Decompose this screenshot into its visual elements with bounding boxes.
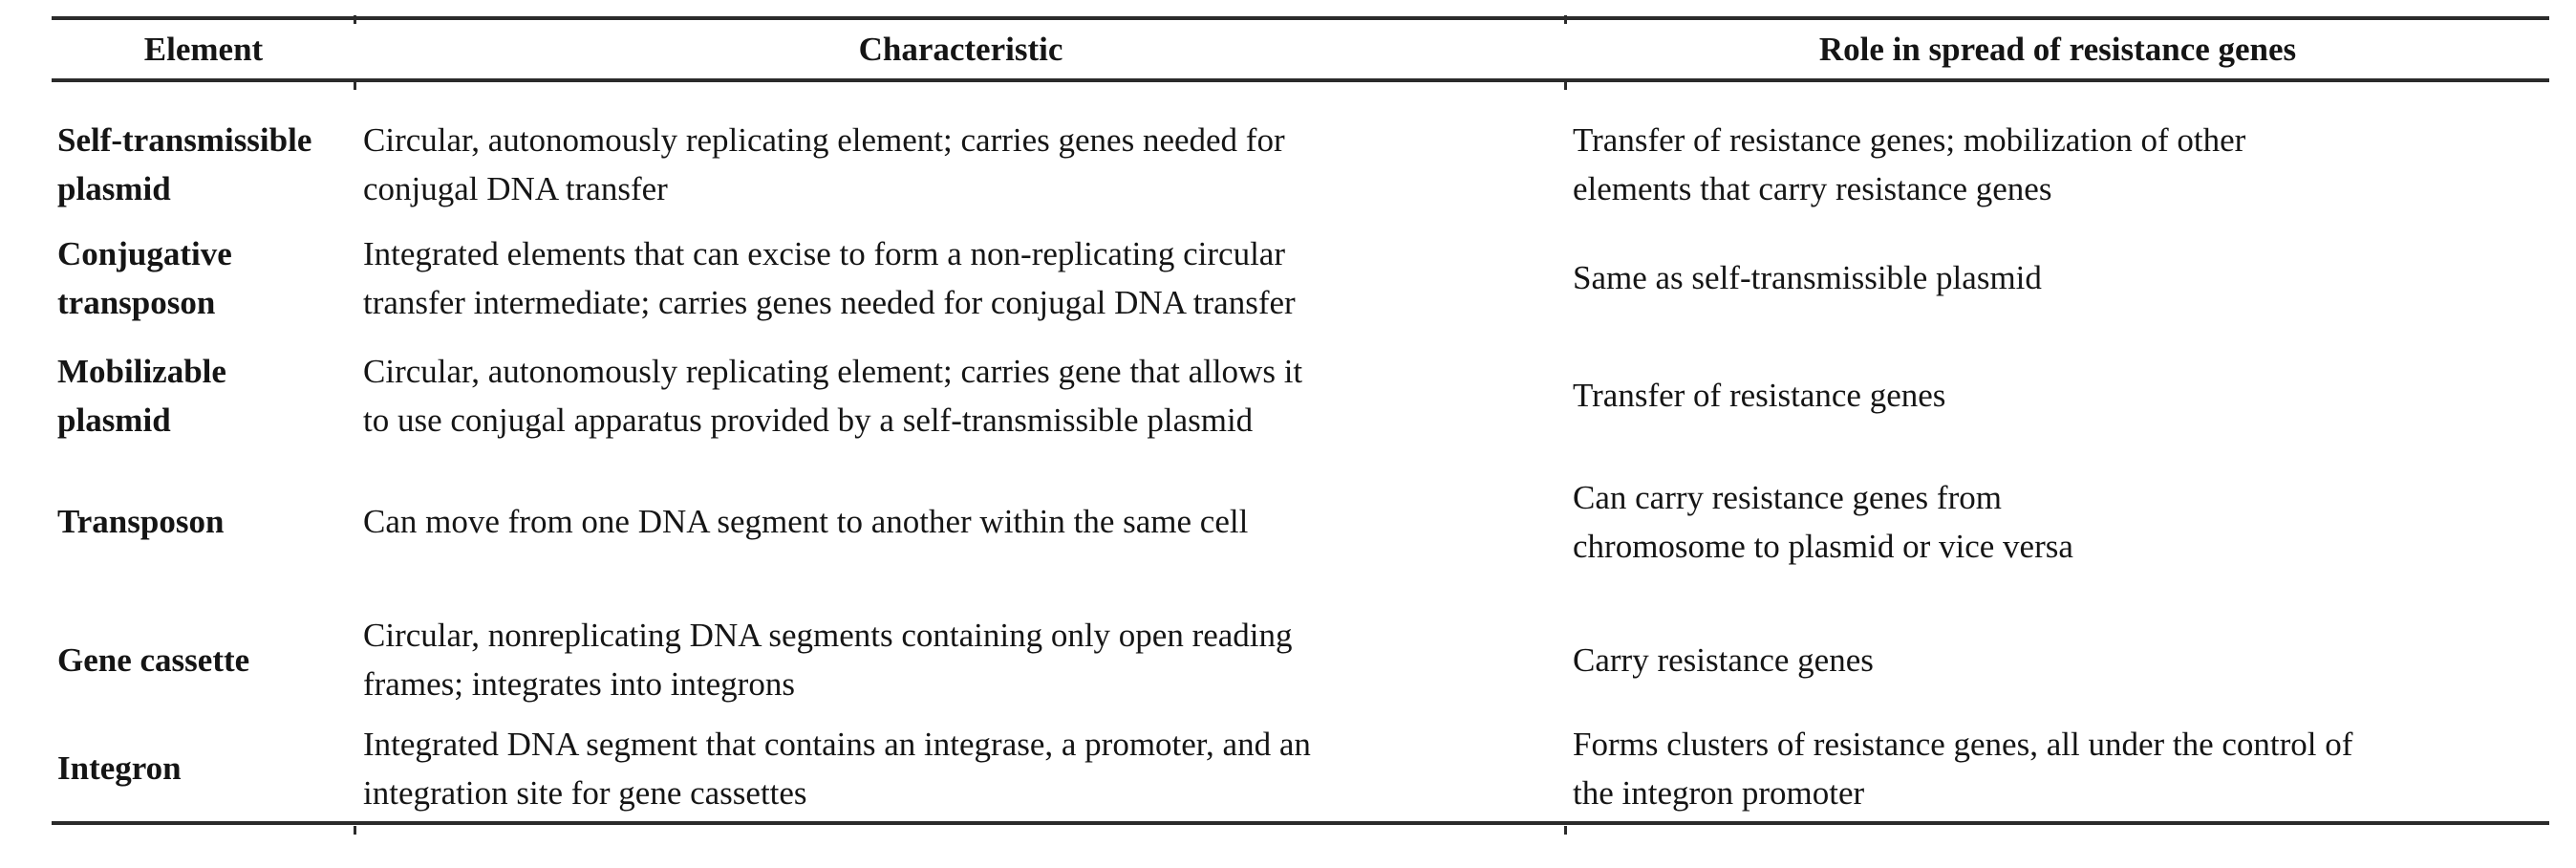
- role-cell: Transfer of resistance genes; mobilizati…: [1573, 121, 2246, 207]
- column-divider-tick: [1564, 15, 1567, 24]
- column-divider-tick: [354, 15, 356, 24]
- table-row: Conjugative transposon Integrated elemen…: [52, 220, 2549, 336]
- table-row: Self-transmissible plasmid Circular, aut…: [52, 80, 2549, 220]
- characteristic-cell: Circular, autonomously replicating eleme…: [363, 121, 1285, 207]
- characteristic-cell: Circular, autonomously replicating eleme…: [363, 352, 1303, 439]
- table-row: Mobilizable plasmid Circular, autonomous…: [52, 336, 2549, 455]
- element-name: Integron: [57, 749, 182, 787]
- characteristic-cell: Can move from one DNA segment to another…: [363, 503, 1249, 540]
- column-divider-tick: [354, 826, 356, 835]
- column-header-characteristic: Characteristic: [858, 31, 1063, 68]
- characteristic-cell: Integrated elements that can excise to f…: [363, 234, 1296, 321]
- element-name: Mobilizable plasmid: [57, 352, 226, 439]
- role-cell: Same as self-transmissible plasmid: [1573, 259, 2042, 296]
- column-header-element: Element: [143, 31, 264, 68]
- element-name: Self-transmissible plasmid: [57, 121, 312, 207]
- role-cell: Forms clusters of resistance genes, all …: [1573, 725, 2353, 812]
- characteristic-cell: Integrated DNA segment that contains an …: [363, 725, 1311, 812]
- column-divider-tick: [1564, 826, 1567, 835]
- element-name: Transposon: [57, 503, 225, 540]
- table-row: Integron Integrated DNA segment that con…: [52, 715, 2549, 823]
- column-divider-tick: [354, 81, 356, 90]
- column-header-role: Role in spread of resistance genes: [1818, 31, 2297, 68]
- table-row: Gene cassette Circular, nonreplicating D…: [52, 588, 2549, 715]
- resistance-elements-table: Element Characteristic Role in spread of…: [52, 16, 2549, 825]
- role-cell: Transfer of resistance genes: [1573, 377, 1946, 414]
- column-divider-tick: [1564, 81, 1567, 90]
- header-row: Element Characteristic Role in spread of…: [52, 18, 2549, 80]
- role-cell: Carry resistance genes: [1573, 640, 1874, 679]
- characteristic-cell: Circular, nonreplicating DNA segments co…: [363, 617, 1293, 703]
- table-row: Transposon Can move from one DNA segment…: [52, 455, 2549, 588]
- element-name: Conjugative transposon: [57, 234, 232, 321]
- role-cell: Can carry resistance genes from chromoso…: [1573, 478, 2073, 565]
- element-name: Gene cassette: [57, 640, 250, 679]
